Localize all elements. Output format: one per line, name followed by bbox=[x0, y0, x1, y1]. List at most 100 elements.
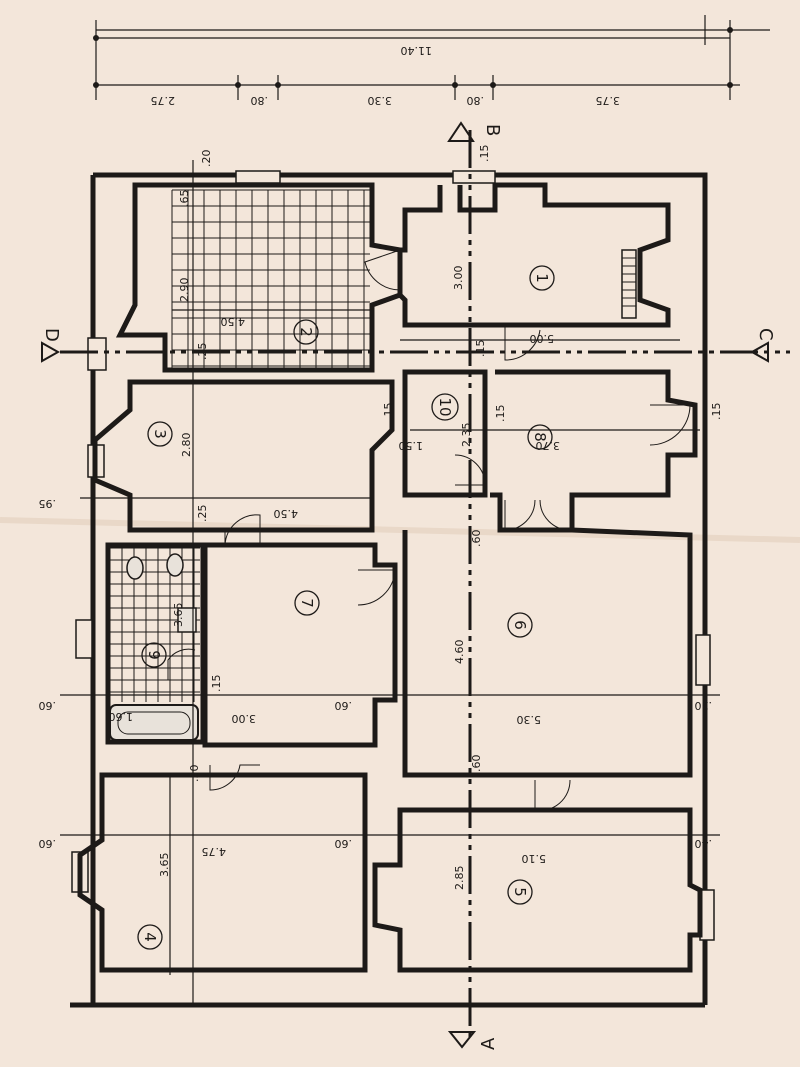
window bbox=[235, 170, 281, 184]
section-mark-top: B bbox=[482, 124, 503, 136]
dim-label: 3.00 bbox=[452, 266, 465, 291]
svg-text:.20: .20 bbox=[200, 150, 213, 168]
svg-text:.25: .25 bbox=[196, 505, 209, 523]
dimension-labels: 3.00 5.00 2.90 4.50 .65 2.80 4.50 3.65 4… bbox=[39, 145, 724, 891]
svg-text:4: 4 bbox=[141, 932, 159, 942]
paper-fold bbox=[0, 517, 800, 543]
svg-text:.15: .15 bbox=[478, 145, 491, 163]
svg-text:7: 7 bbox=[298, 598, 316, 608]
dim-label: 4.50 bbox=[221, 315, 246, 328]
section-lines: B A D C bbox=[41, 121, 790, 1050]
double-door bbox=[534, 779, 571, 811]
sink-icon bbox=[177, 607, 197, 633]
segment-label: .80 bbox=[251, 94, 269, 107]
svg-text:3: 3 bbox=[151, 429, 169, 439]
dim-label: 2.85 bbox=[453, 866, 466, 891]
room-2-tile-grid bbox=[171, 189, 370, 368]
svg-text:6: 6 bbox=[511, 620, 529, 630]
svg-text:1: 1 bbox=[533, 273, 551, 283]
dim-label: 4.60 bbox=[453, 640, 466, 665]
dim-label: 5.00 bbox=[530, 332, 555, 345]
svg-text:.60: .60 bbox=[335, 837, 353, 850]
dim-label: 3.00 bbox=[232, 712, 257, 725]
room-7-number: 7 bbox=[294, 590, 320, 616]
svg-text:.60: .60 bbox=[39, 699, 57, 712]
room-10-number: 10 bbox=[431, 393, 459, 421]
bathtub-icon bbox=[109, 704, 199, 741]
dimension-lines bbox=[60, 160, 720, 1005]
svg-text:.25: .25 bbox=[196, 343, 209, 361]
room-9-number: 9 bbox=[141, 642, 167, 668]
svg-text:.50: .50 bbox=[188, 765, 201, 783]
window bbox=[87, 337, 107, 371]
room-1-number: 1 bbox=[529, 265, 555, 291]
dim-label: 1.50 bbox=[399, 439, 424, 452]
dim-label: 4.50 bbox=[274, 507, 299, 520]
room-2-number: 2 bbox=[293, 319, 319, 345]
svg-text:.15: .15 bbox=[710, 403, 723, 421]
window bbox=[75, 619, 93, 659]
fireplace bbox=[621, 249, 637, 319]
svg-text:10: 10 bbox=[436, 397, 454, 416]
segment-label: 2.75 bbox=[151, 94, 176, 107]
dim-label: 4.75 bbox=[202, 845, 227, 858]
bathtub-inner bbox=[117, 711, 191, 735]
door-swing bbox=[167, 648, 196, 680]
dim-label: 3.65 bbox=[158, 853, 171, 878]
svg-text:.15: .15 bbox=[210, 675, 223, 693]
svg-text:.60: .60 bbox=[335, 699, 353, 712]
bath-fixtures bbox=[109, 553, 199, 741]
svg-text:.95: .95 bbox=[39, 497, 57, 510]
segment-label: 3.75 bbox=[596, 94, 621, 107]
dim-label: 5.10 bbox=[522, 852, 547, 865]
top-dimension-lines: 11.40 2.75 .80 3.30 .80 3.75 bbox=[93, 15, 770, 107]
svg-text:5: 5 bbox=[511, 887, 529, 897]
dim-label: 2.90 bbox=[178, 278, 191, 303]
dim-label: 3.65 bbox=[172, 603, 185, 628]
door-swing bbox=[357, 569, 396, 606]
outer-walls bbox=[70, 170, 715, 1008]
dim-label: 2.35 bbox=[460, 423, 473, 448]
section-mark-bottom: A bbox=[478, 1037, 499, 1050]
room-6-number: 6 bbox=[507, 612, 533, 638]
svg-text:.15: .15 bbox=[382, 403, 395, 421]
section-mark-left: D bbox=[41, 328, 62, 342]
segment-label: 3.30 bbox=[368, 94, 393, 107]
svg-text:.15: .15 bbox=[494, 405, 507, 423]
segment-label: .80 bbox=[467, 94, 485, 107]
double-door bbox=[504, 499, 571, 531]
svg-text:2: 2 bbox=[297, 327, 315, 337]
dim-label: 1.60 bbox=[109, 710, 134, 723]
room-5-number: 5 bbox=[507, 879, 533, 905]
door-swing bbox=[224, 514, 261, 546]
room-3-number: 3 bbox=[147, 421, 173, 447]
doors bbox=[167, 249, 691, 811]
door-swing bbox=[209, 764, 260, 791]
dim-label: .65 bbox=[178, 190, 191, 208]
toilet-icon bbox=[126, 556, 144, 580]
svg-text:8: 8 bbox=[531, 432, 549, 442]
svg-text:.60: .60 bbox=[470, 755, 483, 773]
room-8-number: 8 bbox=[527, 424, 553, 450]
room-numbers: 1 2 3 4 5 6 7 8 9 10 bbox=[137, 265, 555, 950]
window bbox=[695, 634, 711, 686]
total-width-label: 11.40 bbox=[401, 44, 433, 57]
door-swing bbox=[454, 454, 486, 486]
bidet-icon bbox=[166, 553, 184, 577]
door-swing bbox=[649, 404, 691, 446]
svg-text:.60: .60 bbox=[470, 530, 483, 548]
room-outlines bbox=[77, 182, 703, 973]
room-4-number: 4 bbox=[137, 924, 163, 950]
window bbox=[452, 170, 496, 184]
svg-text:.60: .60 bbox=[39, 837, 57, 850]
svg-text:.20: .20 bbox=[695, 699, 713, 712]
svg-text:.40: .40 bbox=[695, 837, 713, 850]
dim-label: 2.80 bbox=[180, 433, 193, 458]
svg-text:.15: .15 bbox=[474, 340, 487, 358]
door-swing bbox=[364, 249, 401, 291]
dim-label: 5.30 bbox=[517, 713, 542, 726]
svg-text:9: 9 bbox=[145, 650, 163, 660]
dim-label: 3.70 bbox=[536, 439, 561, 452]
section-mark-right: C bbox=[755, 328, 776, 341]
